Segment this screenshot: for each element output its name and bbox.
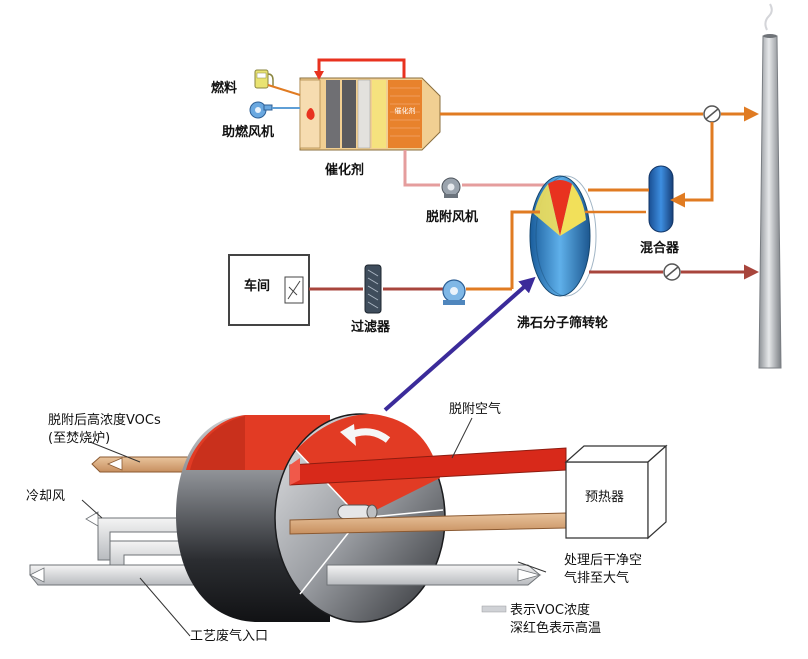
mixer-label: 混合器 — [640, 240, 680, 256]
intake-duct — [309, 210, 540, 291]
zoom-pointer-arrow — [383, 276, 536, 412]
filter-label: 过滤器 — [351, 319, 391, 335]
clean-exhaust-duct — [326, 564, 542, 586]
catalyst-tag: 催化剂 — [395, 106, 416, 115]
legend-text-2: 深红色表示高温 — [510, 620, 601, 636]
preheater-box — [564, 444, 668, 540]
desorbed-voc-label: 脱附后高浓度VOCs — [48, 412, 161, 428]
clean-air-label-1: 处理后干净空 — [564, 553, 642, 568]
burner-fan-label: 助燃风机 — [222, 124, 274, 140]
workshop-label: 车间 — [244, 278, 270, 294]
desorption-supply-duct — [403, 150, 545, 187]
zeolite-rotor-small — [529, 175, 597, 297]
catalytic-reactor: 催化剂 — [299, 58, 441, 151]
chimney-stack — [758, 3, 782, 369]
to-incinerator-label: (至焚烧炉) — [48, 431, 110, 446]
rotation-arrow-icon — [340, 424, 356, 446]
desorption-air-label: 脱附空气 — [449, 401, 501, 417]
preheater-label: 预热器 — [585, 490, 624, 505]
zeolite-rotor-label: 沸石分子筛转轮 — [517, 315, 608, 331]
valve-icon[interactable] — [663, 263, 681, 281]
workshop-box — [228, 254, 310, 326]
cooling-air-label: 冷却风 — [26, 489, 65, 504]
main-fan-icon — [442, 279, 466, 305]
mixer — [648, 165, 674, 233]
catalyst-bed-1 — [326, 80, 340, 148]
clean-air-label-2: 气排至大气 — [564, 570, 629, 586]
legend-text-1: 表示VOC浓度 — [510, 602, 590, 618]
filter-icon — [364, 264, 382, 314]
catalyst-bed-hot — [388, 80, 422, 148]
fuel-pump-icon — [254, 69, 274, 89]
valve-icon[interactable] — [703, 105, 721, 123]
process-inlet-label: 工艺废气入口 — [190, 628, 268, 644]
legend-swatch — [481, 605, 507, 613]
burner-fan-icon — [249, 101, 273, 119]
fuel-label: 燃料 — [211, 80, 237, 96]
legend: 表示VOC浓度 深红色表示高温 — [481, 602, 601, 636]
desorption-fan-icon — [441, 177, 461, 198]
burner-flame-icon — [306, 108, 315, 120]
recirculation-duct — [670, 122, 714, 208]
catalyst-label: 催化剂 — [325, 162, 364, 178]
desorption-fan-label: 脱附风机 — [426, 209, 478, 225]
